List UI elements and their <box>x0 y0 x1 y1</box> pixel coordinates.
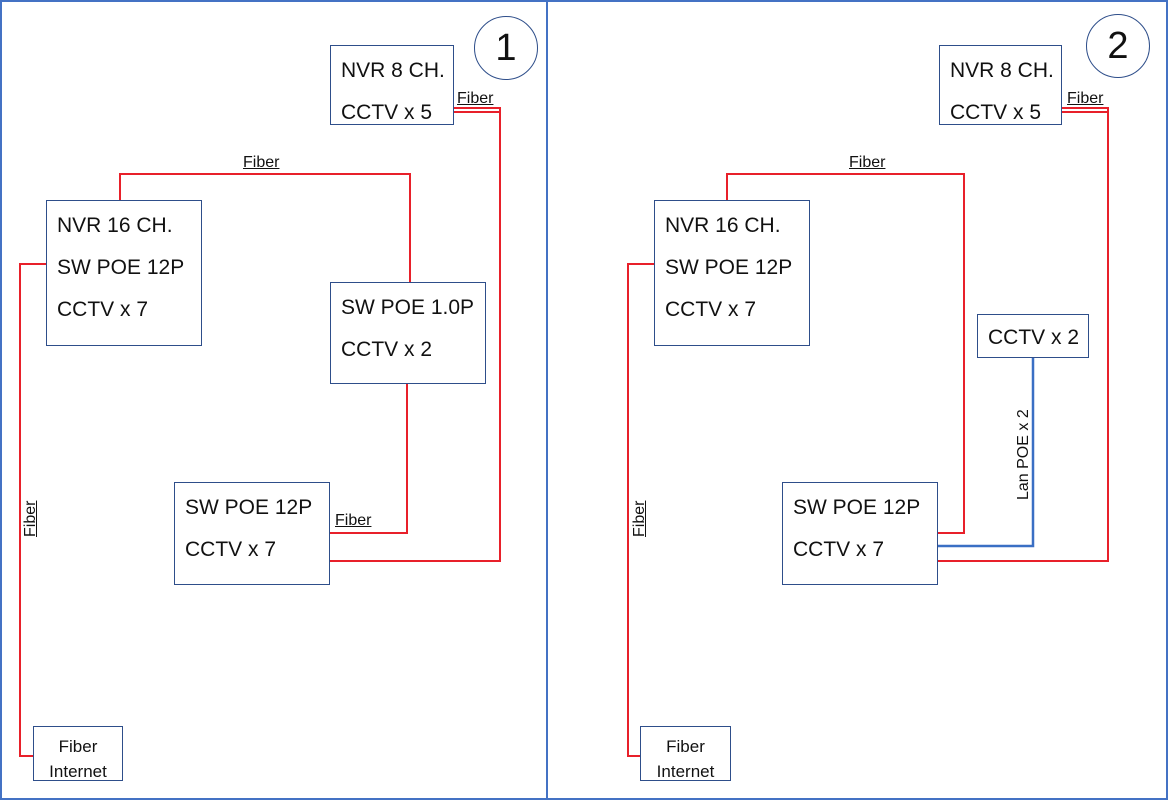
nvr-16ch-switch-p2: SW POE 12P <box>665 256 793 279</box>
nvr-16ch-title: NVR 16 CH. <box>57 214 173 237</box>
cctv-x2-box: CCTV x 2 <box>977 314 1089 358</box>
switch-poe-10p-cctv: CCTV x 2 <box>341 338 433 361</box>
nvr-16ch-cctv: CCTV x 7 <box>57 298 149 321</box>
fiber-internet-line1: Fiber <box>58 737 98 756</box>
fiber-label-nvr8: Fiber <box>457 90 494 107</box>
fiber-label-nvr8-p2: Fiber <box>1067 90 1104 107</box>
switch-poe-12p-box: SW POE 12P CCTV x 7 <box>174 482 330 585</box>
switch-poe-12p-title-p2: SW POE 12P <box>793 496 921 519</box>
nvr-16ch-box: NVR 16 CH. SW POE 12P CCTV x 7 <box>46 200 202 346</box>
fiber-label-left: Fiber <box>22 500 39 537</box>
nvr-8ch-title: NVR 8 CH. <box>341 59 445 82</box>
nvr-16ch-switch: SW POE 12P <box>57 256 185 279</box>
nvr-8ch-cctv: CCTV x 5 <box>341 101 433 124</box>
switch-poe-10p-title: SW POE 1.0P <box>341 296 475 319</box>
fiber-internet-box: Fiber Internet <box>33 726 123 781</box>
panel-2-number-badge: 2 <box>1086 14 1150 78</box>
nvr-8ch-title-p2: NVR 8 CH. <box>950 59 1054 82</box>
cctv-x2-label: CCTV x 2 <box>988 326 1080 349</box>
nvr-16ch-title-p2: NVR 16 CH. <box>665 214 781 237</box>
nvr-16ch-box-p2: NVR 16 CH. SW POE 12P CCTV x 7 <box>654 200 810 346</box>
panel-1 <box>0 0 548 800</box>
panel-2-number: 2 <box>1107 25 1129 67</box>
switch-poe-12p-box-p2: SW POE 12P CCTV x 7 <box>782 482 938 585</box>
panel-1-number: 1 <box>495 27 517 69</box>
nvr-8ch-box: NVR 8 CH. CCTV x 5 <box>330 45 454 125</box>
fiber-internet-line2-p2: Internet <box>656 762 715 781</box>
fiber-label-top: Fiber <box>243 154 280 171</box>
lan-poe-label: Lan POE x 2 <box>1015 409 1032 500</box>
fiber-label-top-p2: Fiber <box>849 154 886 171</box>
nvr-8ch-box-p2: NVR 8 CH. CCTV x 5 <box>939 45 1062 125</box>
fiber-label-left-p2: Fiber <box>631 500 648 537</box>
fiber-internet-line1-p2: Fiber <box>666 737 705 756</box>
switch-poe-10p-box: SW POE 1.0P CCTV x 2 <box>330 282 486 384</box>
nvr-16ch-cctv-p2: CCTV x 7 <box>665 298 757 321</box>
nvr-8ch-cctv-p2: CCTV x 5 <box>950 101 1042 124</box>
fiber-internet-box-p2: Fiber Internet <box>640 726 731 781</box>
panel-1-number-badge: 1 <box>474 16 538 80</box>
fiber-label-sw12: Fiber <box>335 512 372 529</box>
fiber-internet-line2: Internet <box>49 762 107 781</box>
switch-poe-12p-title: SW POE 12P <box>185 496 313 519</box>
panel-2 <box>548 0 1168 800</box>
switch-poe-12p-cctv: CCTV x 7 <box>185 538 277 561</box>
switch-poe-12p-cctv-p2: CCTV x 7 <box>793 538 885 561</box>
